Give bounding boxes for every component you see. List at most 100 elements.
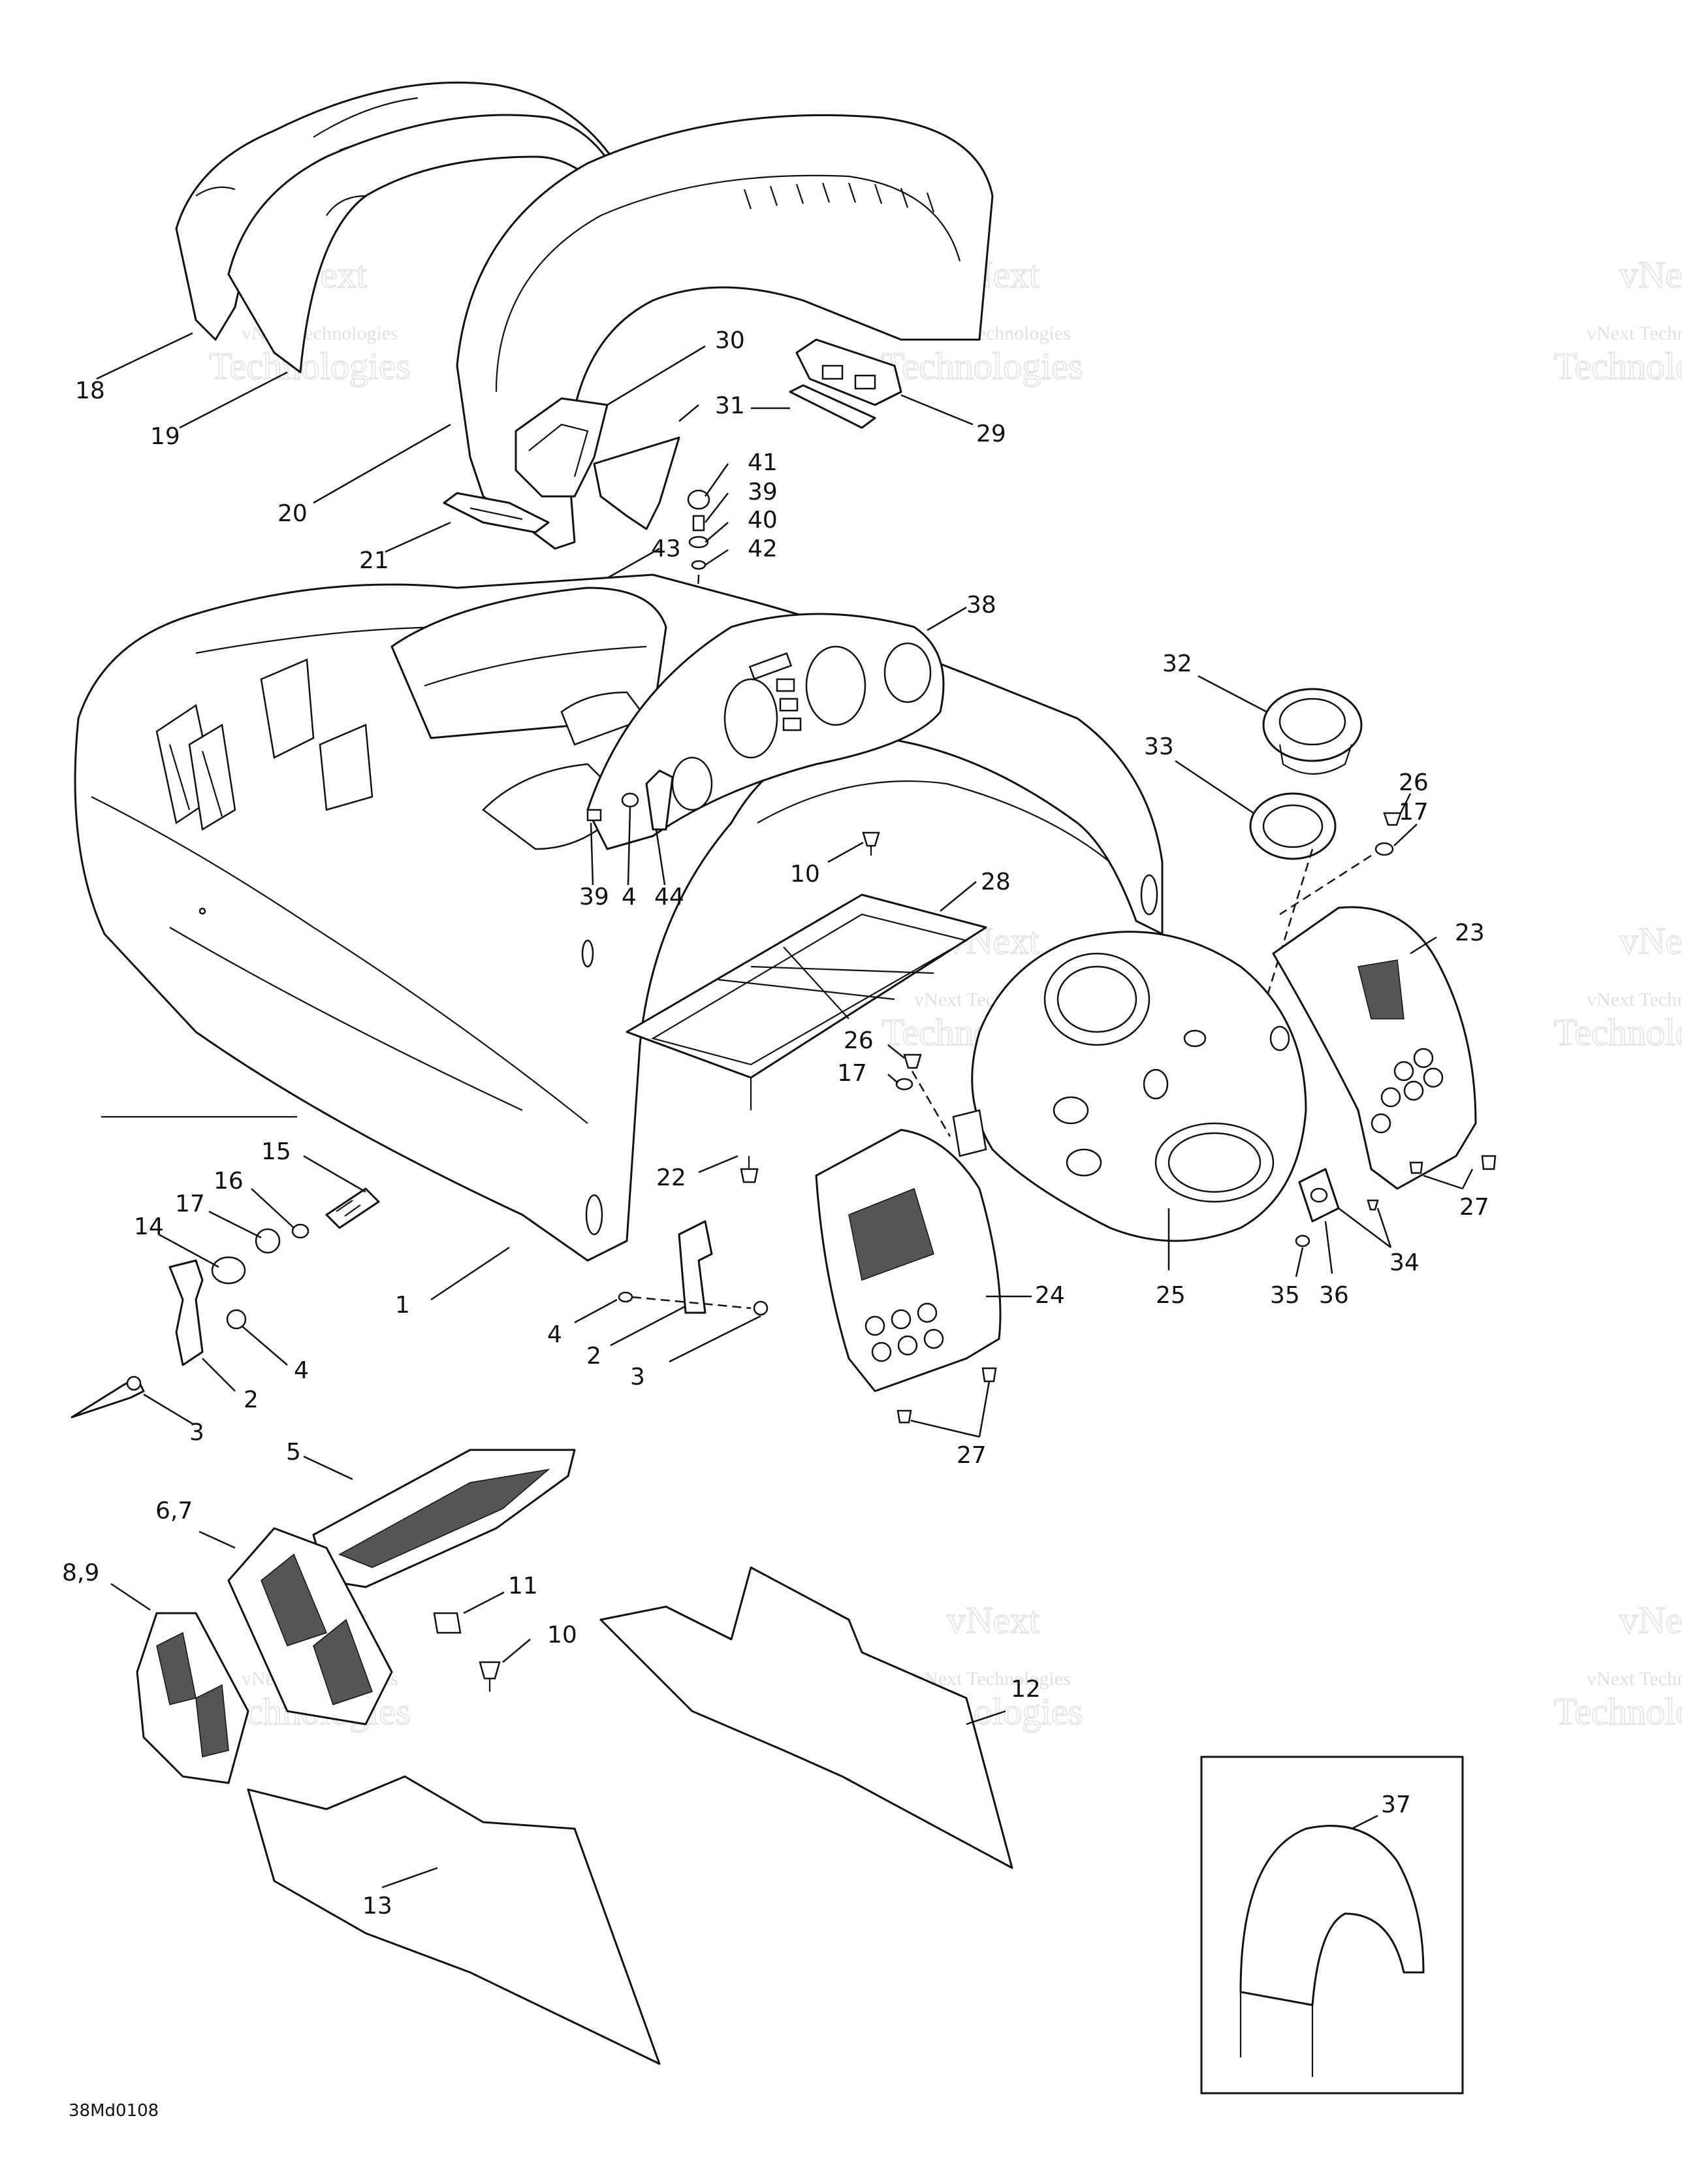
callout-21: 21 bbox=[359, 547, 389, 574]
part-13-pad bbox=[247, 1775, 661, 2065]
part-28-tray bbox=[626, 893, 987, 1110]
part-6-7-vent bbox=[227, 1527, 393, 1726]
callout-15: 15 bbox=[261, 1138, 291, 1165]
callout-43: 43 bbox=[651, 536, 681, 562]
part-2-bracket-left bbox=[71, 1187, 380, 1419]
part-21-clip bbox=[443, 492, 550, 534]
callout-27-b: 27 bbox=[957, 1442, 987, 1469]
part-20-windshield bbox=[456, 114, 994, 550]
part-29-bracket bbox=[795, 338, 902, 406]
callout-39: 39 bbox=[748, 479, 778, 506]
part-5-vent bbox=[312, 1449, 576, 1588]
callout-32: 32 bbox=[1162, 650, 1192, 677]
callout-10: 10 bbox=[790, 861, 820, 888]
part-24-side-panel bbox=[815, 1129, 1002, 1424]
callout-38: 38 bbox=[966, 592, 996, 618]
part-25-console-housing bbox=[952, 931, 1307, 1242]
svg-text:vNext Technologies: vNext Technologies bbox=[1587, 989, 1682, 1010]
svg-text:Technologies: Technologies bbox=[209, 345, 410, 387]
callout-31: 31 bbox=[715, 393, 745, 419]
callout-44: 44 bbox=[654, 884, 684, 910]
part-38-console bbox=[586, 613, 945, 850]
part-33-ring bbox=[1207, 792, 1337, 1189]
svg-text:vNext Technologies: vNext Technologies bbox=[1587, 323, 1682, 344]
callout-20: 20 bbox=[278, 500, 308, 527]
callout-4-c: 4 bbox=[547, 1321, 562, 1348]
hardware-10-lower bbox=[479, 1661, 501, 1692]
callout-41: 41 bbox=[748, 449, 778, 476]
hardware-26-17-right bbox=[1279, 812, 1402, 916]
callout-5: 5 bbox=[286, 1439, 301, 1466]
callout-17: 17 bbox=[1399, 799, 1429, 826]
part-1-hood bbox=[74, 573, 1164, 1262]
callout-37: 37 bbox=[1381, 1791, 1411, 1818]
callout-8-9: 8,9 bbox=[62, 1560, 99, 1586]
callout-33: 33 bbox=[1144, 733, 1174, 760]
part-12-pad bbox=[599, 1566, 1013, 1869]
callout-29: 29 bbox=[976, 421, 1006, 447]
callout-11: 11 bbox=[508, 1573, 538, 1599]
inset-box bbox=[1200, 1756, 1464, 2095]
svg-text:Technologies: Technologies bbox=[1554, 1011, 1682, 1053]
part-31b-trim bbox=[789, 384, 876, 429]
callout-22: 22 bbox=[656, 1164, 686, 1191]
callout-26-b: 26 bbox=[844, 1027, 874, 1054]
callout-28: 28 bbox=[981, 869, 1011, 895]
hardware-22-screw bbox=[740, 1156, 759, 1183]
callout-14: 14 bbox=[134, 1213, 164, 1240]
watermark-mid-right: vNext vNext Technologies Technologies bbox=[1553, 919, 1682, 1054]
part-2-bracket-mid bbox=[618, 1220, 769, 1316]
svg-text:Technologies: Technologies bbox=[881, 345, 1083, 387]
hardware-34-35-36 bbox=[1295, 1168, 1379, 1247]
svg-text:Technologies: Technologies bbox=[1554, 345, 1682, 387]
part-30-bracket bbox=[515, 397, 609, 498]
part-23-side-panel bbox=[1272, 906, 1497, 1190]
svg-text:vNext: vNext bbox=[1619, 253, 1682, 296]
callout-35: 35 bbox=[1270, 1282, 1300, 1309]
part-31-panel bbox=[593, 436, 680, 530]
watermark-low-right: vNext vNext Technologies Technologies bbox=[1553, 1598, 1682, 1733]
hardware-26-17-mid bbox=[895, 1053, 951, 1137]
part-8-9-vent bbox=[136, 1612, 249, 1784]
callout-4: 4 bbox=[622, 884, 637, 910]
callout-17-c: 17 bbox=[175, 1191, 205, 1217]
leader-lines bbox=[96, 332, 1474, 1889]
svg-text:Technologies: Technologies bbox=[1554, 1690, 1682, 1733]
callout-23: 23 bbox=[1455, 920, 1485, 946]
callout-30: 30 bbox=[715, 327, 745, 354]
callout-3-b: 3 bbox=[630, 1364, 645, 1390]
callout-27: 27 bbox=[1459, 1194, 1489, 1221]
callout-labels: 18 19 20 21 30 31 29 41 39 40 42 43 38 3… bbox=[62, 327, 1489, 1919]
svg-text:vNext: vNext bbox=[1619, 920, 1682, 962]
callout-40: 40 bbox=[748, 507, 778, 534]
callout-2-b: 2 bbox=[586, 1343, 601, 1370]
hardware-11-clip bbox=[433, 1612, 462, 1634]
callout-34: 34 bbox=[1389, 1249, 1420, 1276]
svg-text:vNext: vNext bbox=[1619, 1599, 1682, 1641]
callout-24: 24 bbox=[1035, 1282, 1065, 1309]
callout-42: 42 bbox=[748, 536, 778, 562]
callout-6-7: 6,7 bbox=[155, 1498, 193, 1524]
callout-10-b: 10 bbox=[547, 1622, 577, 1648]
callout-39-b: 39 bbox=[579, 884, 609, 910]
callout-4-b: 4 bbox=[294, 1357, 309, 1384]
svg-text:vNext Technologies: vNext Technologies bbox=[1587, 1668, 1682, 1690]
callout-26: 26 bbox=[1399, 769, 1429, 796]
callout-1: 1 bbox=[395, 1292, 410, 1319]
hardware-10-screw bbox=[862, 831, 880, 856]
callout-12: 12 bbox=[1011, 1676, 1041, 1703]
callout-19: 19 bbox=[150, 423, 180, 450]
callout-16: 16 bbox=[214, 1168, 244, 1195]
svg-text:vNext: vNext bbox=[947, 1599, 1039, 1641]
callout-13: 13 bbox=[362, 1893, 392, 1919]
callout-18: 18 bbox=[75, 377, 105, 404]
part-32-bezel bbox=[1262, 688, 1363, 775]
hardware-39-4-44 bbox=[586, 769, 674, 831]
callout-25: 25 bbox=[1156, 1282, 1186, 1309]
callout-3: 3 bbox=[189, 1419, 204, 1446]
callout-36: 36 bbox=[1319, 1282, 1349, 1309]
callout-17-b: 17 bbox=[837, 1060, 867, 1087]
callout-2: 2 bbox=[244, 1387, 259, 1413]
drawing-code: 38Md0108 bbox=[69, 2101, 159, 2121]
